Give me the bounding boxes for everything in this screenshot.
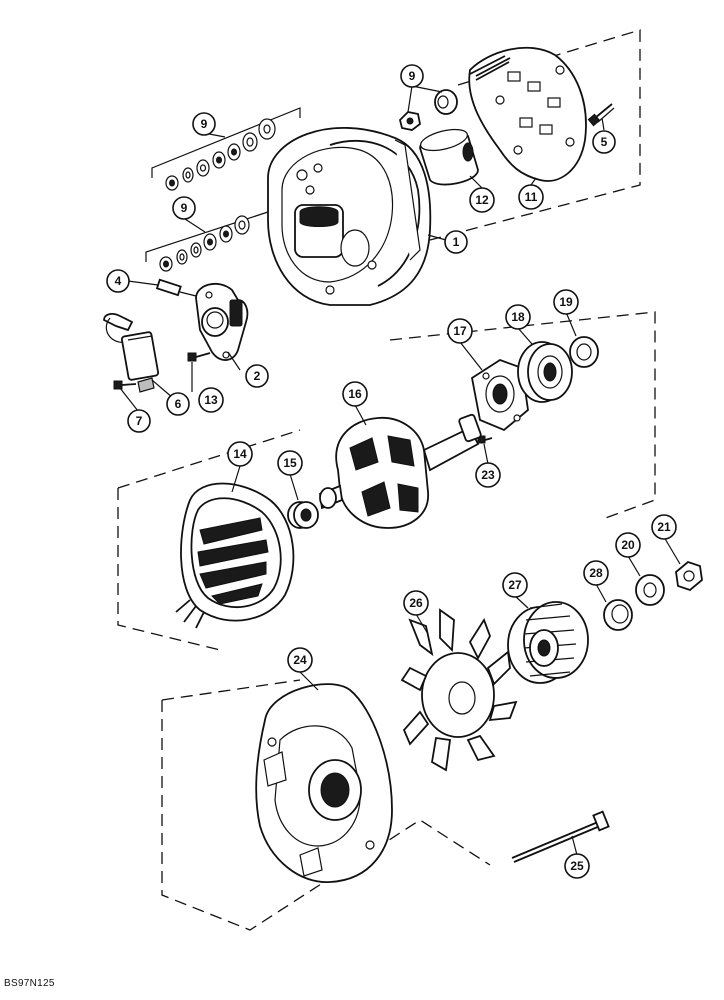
rotor xyxy=(319,413,482,529)
seal-19 xyxy=(569,336,599,368)
callout-9-top-label: 9 xyxy=(409,69,416,83)
hardware-set-upper xyxy=(165,118,276,191)
callout-7-label: 7 xyxy=(136,414,143,428)
callout-19: 19 xyxy=(553,289,579,315)
callout-13: 13 xyxy=(198,387,224,413)
callout-12: 12 xyxy=(469,187,495,213)
slip-ring-end-housing xyxy=(267,127,432,306)
callout-26: 26 xyxy=(403,590,429,616)
hardware-set-lower xyxy=(159,215,250,272)
callout-2-label: 2 xyxy=(254,369,261,383)
screw-7 xyxy=(113,380,137,390)
callout-23: 23 xyxy=(475,462,501,488)
callout-19-label: 19 xyxy=(559,295,573,309)
callout-25-label: 25 xyxy=(570,859,584,873)
callout-17: 17 xyxy=(447,318,473,344)
callout-13-label: 13 xyxy=(204,393,218,407)
stator xyxy=(175,482,295,629)
bearing-sleeve xyxy=(419,128,479,186)
washer-20 xyxy=(635,574,665,606)
callout-11-label: 11 xyxy=(525,190,538,204)
leader-lines xyxy=(119,85,681,856)
callout-4-label: 4 xyxy=(115,274,122,288)
callout-6-label: 6 xyxy=(175,397,182,411)
nut-and-spacer-top xyxy=(399,89,458,131)
callout-25: 25 xyxy=(564,853,590,879)
callout-24-label: 24 xyxy=(293,653,307,667)
callout-14-label: 14 xyxy=(233,447,247,461)
drive-end-housing xyxy=(255,683,393,883)
callout-28-label: 28 xyxy=(589,566,603,580)
callout-27: 27 xyxy=(502,572,528,598)
callout-18: 18 xyxy=(505,304,531,330)
callout-11: 11 xyxy=(518,184,544,210)
callout-2: 2 xyxy=(245,364,269,388)
bearing-18 xyxy=(517,341,573,403)
pulley xyxy=(507,601,589,684)
screw-5 xyxy=(587,103,615,127)
callout-21: 21 xyxy=(651,514,677,540)
through-bolt xyxy=(511,810,610,863)
callout-9-upper-label: 9 xyxy=(201,117,208,131)
brush-4 xyxy=(155,278,197,297)
callout-12-label: 12 xyxy=(475,193,489,207)
screw-13 xyxy=(187,352,211,362)
bearing-15 xyxy=(287,501,319,529)
callout-9-top: 9 xyxy=(400,64,424,88)
voltage-regulator xyxy=(195,282,249,361)
callout-28: 28 xyxy=(583,560,609,586)
callout-14: 14 xyxy=(227,441,253,467)
callout-4: 4 xyxy=(106,269,130,293)
callout-9-lower-set: 9 xyxy=(172,196,196,220)
callout-15: 15 xyxy=(277,450,303,476)
callout-9-lower-label: 9 xyxy=(181,201,188,215)
callout-23-label: 23 xyxy=(481,468,495,482)
bearing-retainer-plate xyxy=(471,359,529,432)
callout-21-label: 21 xyxy=(657,520,671,534)
callout-26-label: 26 xyxy=(409,596,423,610)
callout-18-label: 18 xyxy=(511,310,525,324)
callout-17-label: 17 xyxy=(453,324,467,338)
callout-1: 1 xyxy=(444,230,468,254)
callout-27-label: 27 xyxy=(508,578,522,592)
callout-5-label: 5 xyxy=(601,135,608,149)
callout-20: 20 xyxy=(615,532,641,558)
rectifier-assembly xyxy=(468,46,587,182)
callout-24: 24 xyxy=(287,647,313,673)
callout-6: 6 xyxy=(166,392,190,416)
callout-9-upper-set: 9 xyxy=(192,112,216,136)
capacitor-6 xyxy=(103,313,160,393)
callout-7: 7 xyxy=(127,409,151,433)
callout-1-label: 1 xyxy=(453,235,460,249)
callout-16: 16 xyxy=(342,381,368,407)
spacer-28 xyxy=(603,599,633,631)
nut-21 xyxy=(675,560,703,592)
rectifier-stud xyxy=(475,57,511,77)
callout-16-label: 16 xyxy=(348,387,362,401)
callout-15-label: 15 xyxy=(283,456,297,470)
callout-5: 5 xyxy=(592,130,616,154)
cooling-fan xyxy=(400,608,518,772)
callout-20-label: 20 xyxy=(621,538,635,552)
figure-reference-code: BS97N125 xyxy=(4,978,55,989)
